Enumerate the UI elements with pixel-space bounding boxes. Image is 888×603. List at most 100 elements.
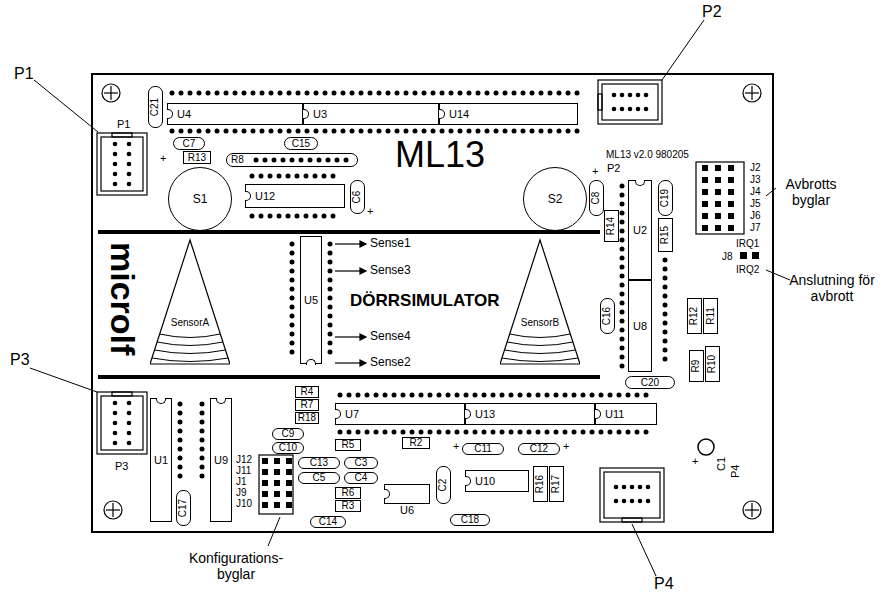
arrow-line (335, 362, 360, 363)
chip-notch (635, 180, 645, 186)
connector-label: P2 (607, 163, 620, 174)
pin-pad (326, 158, 331, 163)
pin-pad (500, 393, 505, 398)
pin-pad (250, 174, 255, 179)
callout-label: P3 (10, 352, 30, 368)
jumper-pin (702, 225, 708, 231)
part-label: R14 (606, 217, 616, 235)
pin-pad (530, 91, 535, 96)
pin-pad (313, 174, 318, 179)
pin-pad (395, 129, 400, 134)
jumper-pin (715, 189, 721, 195)
part-label: C2 (438, 479, 448, 492)
pin-pad (482, 393, 487, 398)
pin-pad (295, 214, 300, 219)
pin-pad (200, 474, 205, 479)
pin-pad (328, 323, 333, 328)
signal-label: Sense2 (370, 356, 411, 368)
pin-pad (620, 256, 625, 261)
leader-line (268, 517, 280, 546)
part-label: R18 (298, 413, 316, 423)
leader-line (30, 368, 97, 392)
pin-pad (563, 393, 568, 398)
pin-pad (200, 420, 205, 425)
pin-pad (308, 158, 313, 163)
chip-notch (167, 109, 173, 119)
pin-pad (251, 91, 256, 96)
pin-pad (242, 129, 247, 134)
pin-pad (431, 91, 436, 96)
arrow-head (360, 334, 366, 340)
pin-pad (581, 393, 586, 398)
part-label: U14 (449, 109, 469, 120)
pin-pad (663, 348, 668, 353)
pin-pad (608, 393, 613, 398)
polarity-mark: + (692, 456, 698, 467)
pin-pad (467, 91, 472, 96)
jumper-pin (262, 469, 268, 475)
resistor-network: R8 (226, 153, 358, 167)
jumper-block (259, 455, 293, 514)
pin-pad (620, 211, 625, 216)
cone-outline (500, 240, 580, 364)
part-label: U1 (154, 455, 168, 466)
part-label: R7 (301, 400, 314, 410)
pin-pad (518, 393, 523, 398)
callout-label: Avbrotts byglar (776, 176, 846, 208)
part-label: C4 (355, 473, 368, 483)
resistor: R6 (335, 487, 361, 499)
pin-pad (383, 393, 388, 398)
pin-pad (548, 129, 553, 134)
pin-pad (322, 214, 327, 219)
jumper-pin (728, 213, 734, 219)
pin-pad (328, 251, 333, 256)
pin-pad (113, 162, 118, 167)
pin-pad (188, 91, 193, 96)
capacitor: C7 (173, 137, 205, 150)
jumper-label: J11 (236, 466, 251, 476)
board-title: ML13 (395, 137, 485, 173)
sensor-cone (500, 238, 580, 366)
pin-pad (386, 129, 391, 134)
chip-notch (595, 409, 601, 419)
resistor: R13 (183, 151, 211, 164)
pin-pad (170, 129, 175, 134)
pin-pad (328, 314, 333, 319)
pin-pad (259, 214, 264, 219)
resistor: R17 (549, 466, 564, 502)
pin-pad (272, 158, 277, 163)
resistor: R16 (533, 466, 548, 502)
connector-key (598, 94, 602, 110)
arrow-line (335, 243, 360, 244)
pin-pad (473, 393, 478, 398)
pin-pad (332, 91, 337, 96)
resistor: R5 (335, 439, 361, 451)
part-label: C7 (183, 139, 196, 149)
capacitor-symbol (698, 439, 714, 455)
pin-pad (200, 429, 205, 434)
pin-pad (446, 430, 451, 435)
arrow-head (360, 268, 366, 274)
capacitor: C21 (148, 86, 163, 128)
capacitor: C3 (344, 457, 378, 469)
part-label: R11 (706, 307, 716, 325)
pin-pad (254, 158, 259, 163)
pin-pad (599, 393, 604, 398)
pin-pad (455, 393, 460, 398)
pin-pad (356, 430, 361, 435)
pin-pad (359, 129, 364, 134)
pin-pad (323, 91, 328, 96)
part-label: R3 (342, 501, 355, 511)
switch: S1 (168, 167, 232, 231)
pin-pad (628, 107, 633, 112)
pin-pad (197, 129, 202, 134)
sensor-cone (150, 238, 230, 366)
part-label: R4 (301, 387, 314, 397)
pin-pad (200, 447, 205, 452)
pin-pad (365, 393, 370, 398)
pin-pad (401, 430, 406, 435)
pin-pad (127, 411, 132, 416)
pin-pad (178, 474, 183, 479)
jumper-label: J1 (236, 477, 247, 487)
pin-pad (377, 129, 382, 134)
